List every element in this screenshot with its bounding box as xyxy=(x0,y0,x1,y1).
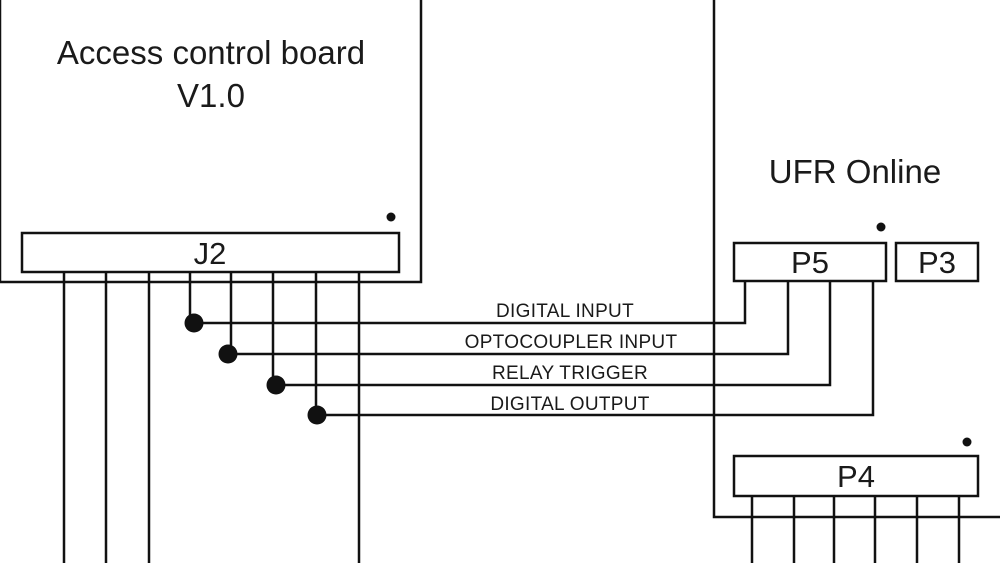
signal-labels: DIGITAL INPUT OPTOCOUPLER INPUT RELAY TR… xyxy=(465,301,678,415)
junction-dot xyxy=(307,405,327,425)
junction-dots xyxy=(184,313,327,425)
access-control-board: Access control board V1.0 J2 xyxy=(0,0,423,284)
connector-p4-label: P4 xyxy=(837,459,875,494)
access-control-board-version: V1.0 xyxy=(177,77,245,114)
junction-dot xyxy=(266,375,286,395)
pin1-marker-p5 xyxy=(876,222,886,232)
connector-p3 xyxy=(894,241,980,283)
access-control-board-title: Access control board xyxy=(57,34,365,71)
wire-optocoupler-input xyxy=(231,281,790,356)
signal-label-digital-input: DIGITAL INPUT xyxy=(496,301,634,322)
ufr-online-board: UFR Online P5 P3 P4 xyxy=(712,0,1000,519)
ufr-online-title: UFR Online xyxy=(769,153,941,190)
connector-j2 xyxy=(20,231,401,274)
signal-label-optocoupler-input: OPTOCOUPLER INPUT xyxy=(465,332,678,353)
connector-p3-label: P3 xyxy=(918,245,956,280)
signal-label-relay-trigger: RELAY TRIGGER xyxy=(492,363,648,384)
j2-pins xyxy=(62,272,361,563)
wire-relay-trigger xyxy=(273,281,832,387)
ufr-online-board-outline xyxy=(712,0,1000,519)
connector-p5 xyxy=(732,241,888,283)
p4-pins xyxy=(750,496,961,563)
access-control-board-outline xyxy=(0,0,423,284)
signal-label-digital-output: DIGITAL OUTPUT xyxy=(490,394,649,415)
pin1-marker-j2 xyxy=(386,212,396,222)
wire-digital-input xyxy=(190,281,747,325)
connector-j2-label: J2 xyxy=(194,236,227,271)
wire-digital-output xyxy=(316,281,875,417)
junction-dot xyxy=(184,313,204,333)
signal-wires xyxy=(190,281,875,417)
connector-p5-label: P5 xyxy=(791,245,829,280)
connector-p4 xyxy=(732,454,980,498)
junction-dot xyxy=(218,344,238,364)
pin1-marker-p4 xyxy=(962,437,972,447)
